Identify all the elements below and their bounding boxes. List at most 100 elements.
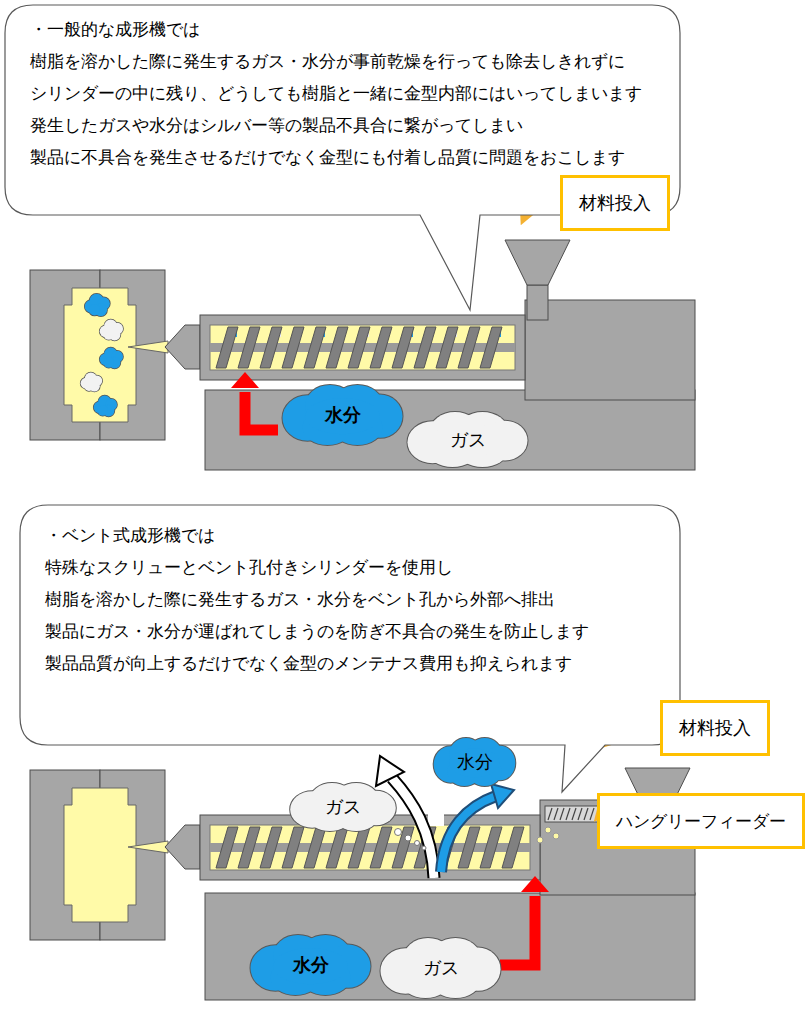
screw-flight [458, 327, 480, 368]
node-label: 水分 [457, 750, 493, 774]
screw-flight [414, 327, 436, 368]
screw-flight [282, 327, 304, 368]
feeder-screw [566, 808, 570, 820]
blob-outline [104, 329, 114, 339]
pellet [545, 827, 551, 833]
gas-arrow-head [376, 756, 404, 786]
node-label: 材料投入 [679, 716, 751, 740]
machine-body [525, 300, 695, 400]
blob [84, 381, 94, 391]
heat-arrow-head [521, 876, 549, 892]
bubble-line: 製品品質が向上するだけでなく金型のメンテナス費用も抑えられます [45, 647, 680, 679]
blob [104, 329, 114, 339]
screw-flight [260, 827, 282, 868]
screw-flight [392, 827, 414, 868]
bubble-heading: ・ベント式成形機では [45, 519, 680, 551]
molding-machine [30, 240, 695, 470]
gas-arrow [392, 778, 434, 878]
gas-bubble [422, 846, 426, 850]
screw-flight [392, 327, 414, 368]
gas-bubble [395, 829, 402, 836]
screw-flight [458, 827, 480, 868]
screw-flight [480, 327, 502, 368]
heat-arrow [500, 896, 535, 965]
feeder-screw [560, 808, 564, 820]
sprue [128, 341, 168, 353]
moisture-arrow [441, 796, 496, 872]
blob [98, 405, 108, 415]
cloud-shape: ガス [288, 783, 398, 831]
node-label: 材料投入 [579, 191, 651, 215]
screw-flight [370, 327, 392, 368]
speech-bubble: ・ベント式成形機では特殊なスクリューとベント孔付きシリンダーを使用し樹脂を溶かし… [20, 505, 680, 745]
screw-flight [216, 327, 238, 368]
moisture-arrow-head [491, 784, 514, 808]
bubble-line: シリンダーの中に残り、どうしても樹脂と一緒に金型内部にはいってしまいます [30, 77, 680, 109]
mold-cavity [64, 288, 136, 422]
node-label: 水分 [293, 953, 329, 977]
cylinder-bore [210, 825, 530, 870]
node-label: ガス [423, 956, 459, 980]
node-label: ハングリーフィーダー [616, 809, 786, 833]
feeder-screw [590, 808, 594, 820]
screw-flight [326, 827, 348, 868]
feeder-screw [584, 808, 588, 820]
bubble-heading: ・一般的な成形機では [30, 13, 680, 45]
nozzle [165, 825, 200, 869]
molding-machine [30, 756, 695, 1000]
blob [89, 304, 100, 315]
cylinder-bore [210, 325, 515, 370]
cloud-lobe-outline [273, 948, 348, 984]
blob-outline [104, 357, 114, 367]
cloud-shape: ガス [405, 412, 530, 467]
bubble-path [20, 505, 680, 792]
cloud-shape: 水分 [248, 935, 373, 995]
node-label: ガス [450, 428, 486, 452]
cloud-lobe [403, 951, 478, 987]
cloud-lobe [430, 424, 505, 457]
screw-flight [502, 827, 524, 868]
label-box: ハングリーフィーダー [597, 793, 805, 849]
cylinder [200, 315, 525, 380]
screw-flight [348, 827, 370, 868]
screw-flight [436, 327, 458, 368]
node-label: 水分 [325, 403, 361, 427]
bubble-line: 製品に不具合を発生させるだけでなく金型にも付着し品質に問題をおこします [30, 141, 680, 173]
text-holder: ガス [450, 428, 486, 452]
cloud-shape: ガス [378, 938, 503, 998]
gas-bubble [415, 841, 420, 846]
cloud-lobe [273, 948, 348, 984]
screw-flight [326, 327, 348, 368]
screw-flight [238, 327, 260, 368]
screw-flight [260, 327, 282, 368]
cloud-lobe [449, 749, 500, 778]
label-box: 材料投入 [660, 700, 770, 756]
feeder-screw [554, 808, 558, 820]
bubble-line: 発生したガスや水分はシルバー等の製品不具合に繋がってしまい [30, 109, 680, 141]
gas-arrow-outline [392, 778, 434, 878]
text-holder: 水分 [325, 403, 361, 427]
bubble-line: 特殊なスクリューとベント孔付きシリンダーを使用し [45, 551, 680, 583]
screw-flight [238, 827, 260, 868]
cloud-lobe-outline [305, 398, 380, 434]
cloud-lobe [310, 794, 376, 823]
nozzle [165, 325, 200, 369]
screw-flight [282, 827, 304, 868]
heat-arrow [245, 392, 278, 430]
screw-flight [348, 327, 370, 368]
hopper [505, 240, 570, 285]
bubble-path [5, 5, 680, 310]
cloud-lobe [305, 398, 380, 434]
vent-hole [428, 814, 444, 826]
cloud-shape: 水分 [432, 738, 517, 786]
sprue [128, 841, 168, 853]
screw-flight [304, 327, 326, 368]
bubble-line: 樹脂を溶かした際に発生するガス・水分をベント孔から外部へ排出 [45, 583, 680, 615]
blob-outline [98, 405, 108, 415]
blob-outline [89, 304, 100, 315]
mold-cavity [64, 788, 136, 922]
bubble-line: 製品にガス・水分が運ばれてしまうのを防ぎ不具合の発生を防止します [45, 615, 680, 647]
feeder-screw [572, 808, 576, 820]
text-holder: ガス [423, 956, 459, 980]
